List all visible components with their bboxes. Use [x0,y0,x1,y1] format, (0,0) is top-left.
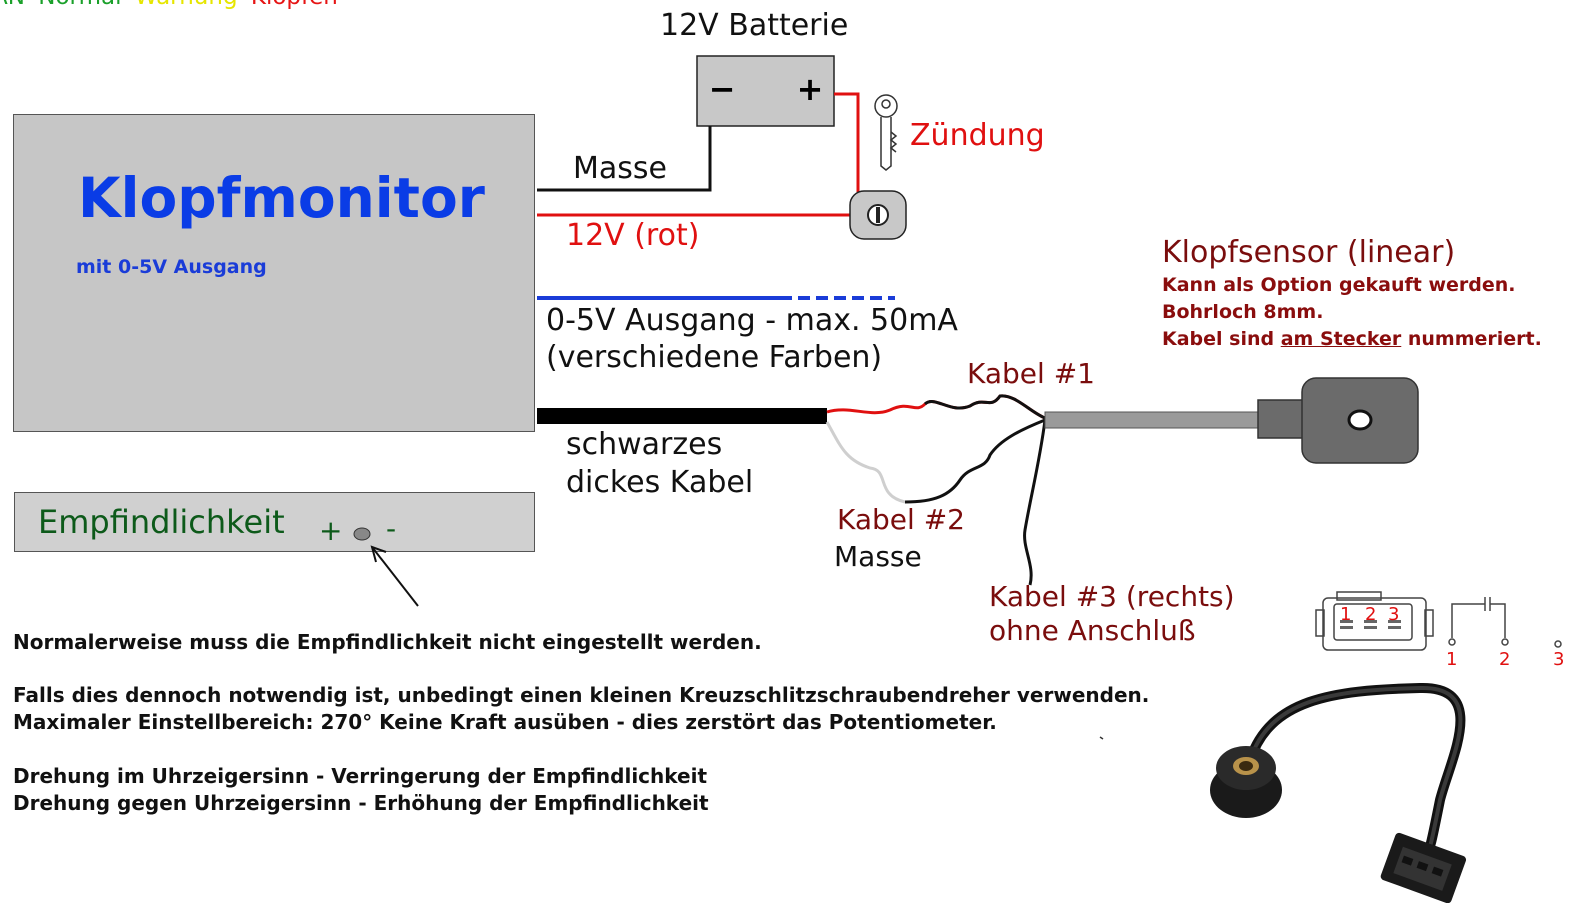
status-legend: AN Normal Warnung Klopfen [0,0,344,10]
cable-3-wire [1023,419,1047,586]
legend-klopfen: Klopfen [251,0,338,10]
sensor-note-3-pre: Kabel sind [1162,328,1281,350]
sensor-note-3-link: am Stecker [1280,328,1402,350]
note-line-2: Falls dies dennoch notwendig ist, unbedi… [13,683,1150,707]
battery-title: 12V Batterie [660,8,849,43]
battery-minus: − [709,70,736,108]
connector-pin-bars [1340,620,1401,629]
power-label: 12V (rot) [566,218,700,253]
sensor-cable [1044,411,1261,429]
note-line-4: Drehung im Uhrzeigersinn - Verringerung … [13,764,708,788]
cable-3-label: Kabel #3 (rechts) [989,580,1235,613]
note-line-3: Maximaler Einstellbereich: 270° Keine Kr… [13,710,997,734]
battery-plus: + [797,70,824,108]
connector-pin-2: 2 [1365,604,1376,625]
output-label-line2: (verschiedene Farben) [546,340,883,375]
key-icon [874,94,898,171]
battery-box [696,55,835,127]
legend-normal: Normal [38,0,121,10]
sensitivity-label: Empfindlichkeit [38,503,285,541]
legend-warnung: Warnung [135,0,238,10]
sensitivity-box [14,492,535,552]
capacitor-schematic [1448,597,1562,648]
klopfmonitor-box [13,114,535,432]
sensitivity-plus: + [319,514,343,547]
ground-wire [537,126,712,192]
cable-2-wire-black [904,418,1046,504]
legend-an: AN [0,0,25,10]
sensor-neck [1257,399,1305,439]
sensor-hole [1347,409,1373,431]
schematic-pin-1: 1 [1446,649,1457,670]
connector-diagram [1315,591,1434,651]
knock-sensor-photo [1210,682,1467,903]
pointer-arrow [371,546,419,607]
connector-pin-3: 3 [1388,604,1399,625]
ground-label: Masse [573,151,667,186]
sensitivity-minus: - [386,512,397,545]
monitor-subtitle: mit 0-5V Ausgang [76,256,267,278]
note-line-5: Drehung gegen Uhrzeigersinn - Erhöhung d… [13,791,709,815]
connector-pin-1: 1 [1340,604,1351,625]
cable-2-sublabel: Masse [834,540,922,573]
cable-1-label: Kabel #1 [967,357,1095,390]
potentiometer [353,527,371,541]
sensor-note-3-post: nummeriert. [1401,328,1542,350]
monitor-title: Klopfmonitor [78,166,485,230]
power-wire [834,92,860,192]
note-line-1: Normalerweise muss die Empfindlichkeit n… [13,630,762,654]
cable-label-line1: schwarzes [566,427,723,462]
sensor-note-1: Kann als Option gekauft werden. [1162,274,1516,296]
schematic-pin-3: 3 [1553,649,1564,670]
ignition-slot [876,207,880,223]
sensor-heading: Klopfsensor (linear) [1162,235,1456,270]
schematic-pin-2: 2 [1499,649,1510,670]
sensor-note-2: Bohrloch 8mm. [1162,301,1324,323]
cable-3-sublabel: ohne Anschluß [989,614,1196,647]
cable-2-wire [825,421,906,504]
output-label-line1: 0-5V Ausgang - max. 50mA [546,303,958,338]
stray-mark [1099,736,1104,740]
cable-label-line2: dickes Kabel [566,465,754,500]
thick-cable [537,408,827,424]
sensor-note-3: Kabel sind am Stecker nummeriert. [1162,328,1542,350]
cable-2-label: Kabel #2 [837,503,965,536]
ignition-label: Zündung [910,118,1045,153]
cable-1-wire-black [923,394,1046,420]
